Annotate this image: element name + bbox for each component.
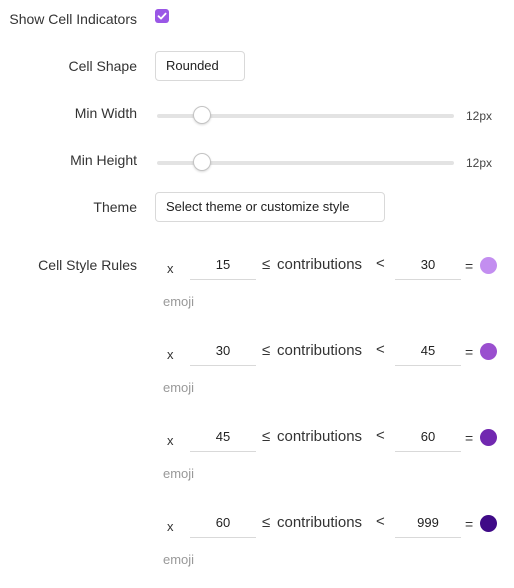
rule-eq: = bbox=[465, 430, 474, 446]
theme-label: Theme bbox=[93, 199, 137, 215]
min-width-value: 12px bbox=[466, 109, 493, 123]
rule-row: x 30 ≤ contributions < 45 = emoji bbox=[155, 336, 510, 416]
rule-row: x 60 ≤ contributions < 999 = emoji bbox=[155, 508, 510, 588]
min-height-slider-thumb[interactable] bbox=[192, 153, 211, 171]
rule-op-le: ≤ bbox=[262, 256, 271, 273]
rule-min-input[interactable]: 30 bbox=[190, 336, 256, 366]
rule-field: contributions bbox=[277, 256, 363, 273]
remove-rule-button[interactable]: x bbox=[167, 519, 174, 534]
rule-op-le: ≤ bbox=[262, 342, 271, 359]
remove-rule-button[interactable]: x bbox=[167, 433, 174, 448]
check-icon bbox=[157, 12, 167, 20]
remove-rule-button[interactable]: x bbox=[167, 347, 174, 362]
theme-select[interactable]: Select theme or customize style bbox=[155, 192, 385, 222]
rule-row: x 45 ≤ contributions < 60 = emoji bbox=[155, 422, 510, 502]
rule-min-input[interactable]: 15 bbox=[190, 250, 256, 280]
rule-field: contributions bbox=[277, 428, 363, 445]
rule-row: x 15 ≤ contributions < 30 = emoji bbox=[155, 250, 510, 330]
rule-emoji-field[interactable]: emoji bbox=[163, 552, 195, 567]
rule-min-input[interactable]: 45 bbox=[190, 422, 256, 452]
rule-color-swatch[interactable] bbox=[480, 343, 497, 360]
rule-eq: = bbox=[465, 516, 474, 532]
rule-color-swatch[interactable] bbox=[480, 515, 497, 532]
rule-max-input[interactable]: 45 bbox=[395, 336, 461, 366]
cell-shape-label: Cell Shape bbox=[68, 58, 138, 74]
rule-max-input[interactable]: 60 bbox=[395, 422, 461, 452]
show-indicators-label: Show Cell Indicators bbox=[9, 11, 137, 27]
rule-op-le: ≤ bbox=[262, 514, 271, 531]
rule-field: contributions bbox=[277, 514, 363, 531]
rule-op-lt: < bbox=[376, 427, 385, 444]
rule-eq: = bbox=[465, 258, 474, 274]
rule-max-input[interactable]: 999 bbox=[395, 508, 461, 538]
show-indicators-checkbox[interactable] bbox=[155, 9, 169, 23]
rule-emoji-field[interactable]: emoji bbox=[163, 466, 195, 481]
min-height-value: 12px bbox=[466, 156, 493, 170]
rule-op-lt: < bbox=[376, 341, 385, 358]
min-width-slider-thumb[interactable] bbox=[192, 106, 211, 124]
min-height-slider-track[interactable] bbox=[157, 153, 454, 171]
min-width-label: Min Width bbox=[74, 105, 137, 121]
rule-emoji-field[interactable]: emoji bbox=[163, 294, 195, 309]
remove-rule-button[interactable]: x bbox=[167, 261, 174, 276]
cell-shape-select[interactable]: Rounded bbox=[155, 51, 245, 81]
rule-op-lt: < bbox=[376, 255, 385, 272]
rule-eq: = bbox=[465, 344, 474, 360]
rule-op-lt: < bbox=[376, 513, 385, 530]
min-width-slider-track[interactable] bbox=[157, 106, 454, 124]
rule-max-input[interactable]: 30 bbox=[395, 250, 461, 280]
rule-field: contributions bbox=[277, 342, 363, 359]
rule-color-swatch[interactable] bbox=[480, 257, 497, 274]
rule-color-swatch[interactable] bbox=[480, 429, 497, 446]
rule-emoji-field[interactable]: emoji bbox=[163, 380, 195, 395]
rule-min-input[interactable]: 60 bbox=[190, 508, 256, 538]
rule-op-le: ≤ bbox=[262, 428, 271, 445]
min-height-label: Min Height bbox=[70, 152, 137, 168]
cell-style-rules-label: Cell Style Rules bbox=[38, 257, 137, 273]
